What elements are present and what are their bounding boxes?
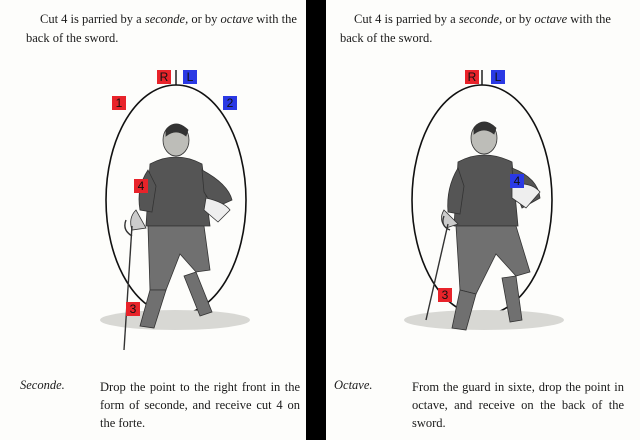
marker-l: L xyxy=(183,70,197,84)
intro-text-middle: or by xyxy=(502,12,535,26)
caption-title: Seconde. xyxy=(20,378,65,392)
left-page: Cut 4 is parried by a seconde, or by oct… xyxy=(0,0,306,440)
caption-body: From the guard in sixte, drop the point … xyxy=(412,380,624,430)
marker-r: R xyxy=(465,70,479,84)
intro-text-start: Cut 4 is parried by a xyxy=(40,12,145,26)
marker-r: R xyxy=(157,70,171,84)
marker-cut-1: 1 xyxy=(112,96,126,110)
intro-text-start: Cut 4 is parried by a xyxy=(354,12,459,26)
intro-emphasis-seconde: seconde, xyxy=(144,12,189,26)
intro-paragraph: Cut 4 is parried by a seconde, or by oct… xyxy=(340,10,630,48)
intro-text-end: with the back of the sword. xyxy=(26,12,297,45)
intro-emphasis-octave: octave xyxy=(534,12,568,26)
illustration-drawing xyxy=(100,70,250,351)
marker-cut-4: 4 xyxy=(134,179,148,193)
illustration-drawing xyxy=(404,70,564,331)
intro-emphasis-octave: octave xyxy=(220,12,254,26)
intro-paragraph: Cut 4 is parried by a seconde, or by oct… xyxy=(26,10,298,48)
intro-text-end: with the back of the sword. xyxy=(340,12,611,45)
right-page: Cut 4 is parried by a seconde, or by oct… xyxy=(326,0,640,440)
intro-text-middle: or by xyxy=(188,12,221,26)
fencer-illustration-seconde: R L 1 2 4 3 xyxy=(0,58,306,368)
caption-body: Drop the point to the right front in the… xyxy=(100,380,300,430)
marker-cut-3: 3 xyxy=(438,288,452,302)
marker-l: L xyxy=(491,70,505,84)
fencer-illustration-octave: R L 4 3 xyxy=(326,58,640,368)
marker-cut-4: 4 xyxy=(510,174,524,188)
marker-cut-2: 2 xyxy=(223,96,237,110)
marker-cut-3: 3 xyxy=(126,302,140,316)
intro-emphasis-seconde: seconde, xyxy=(458,12,503,26)
caption-title: Octave. xyxy=(334,378,373,392)
